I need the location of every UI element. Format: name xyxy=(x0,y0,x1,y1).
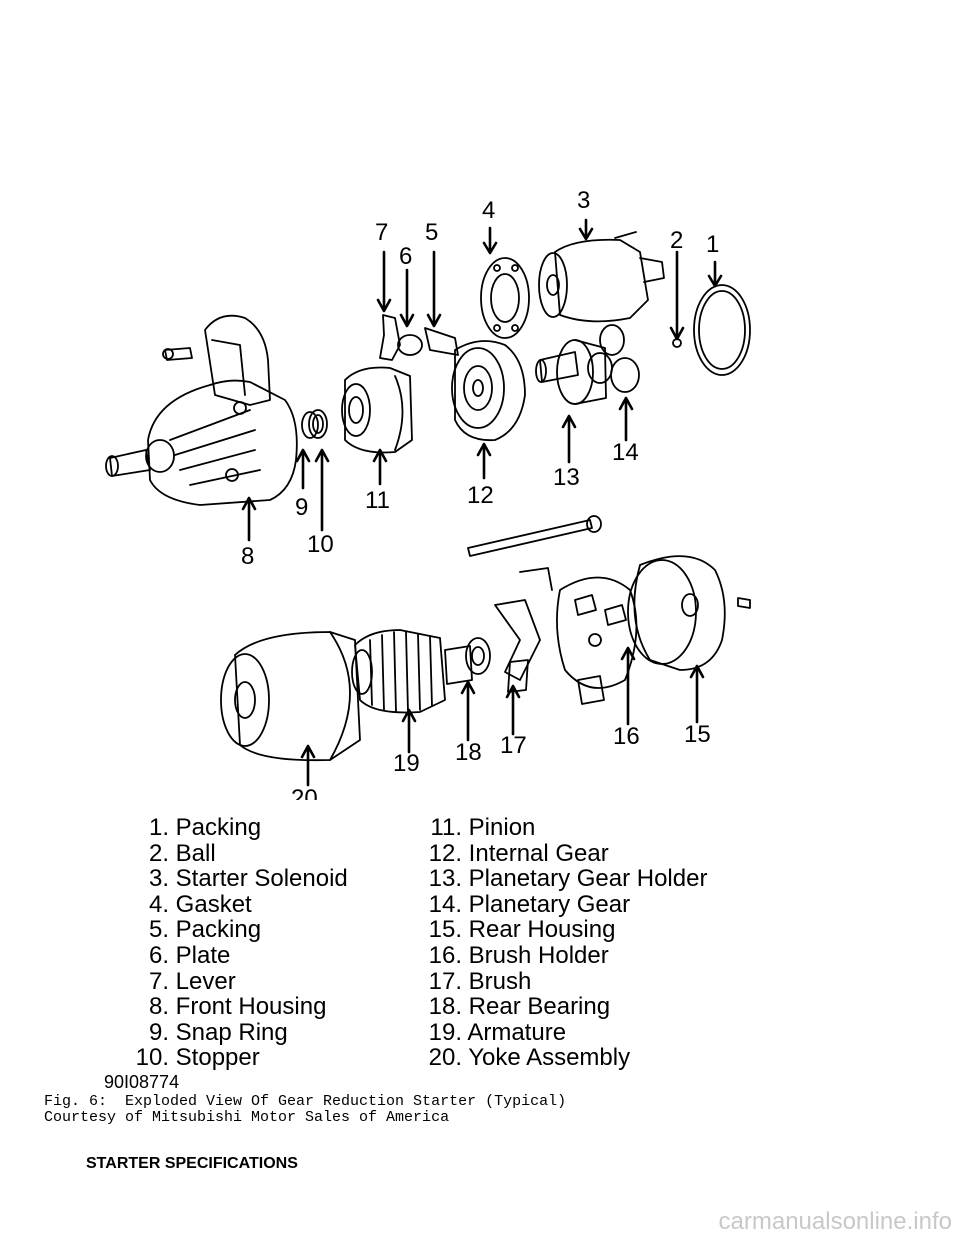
legend-item: 15. Rear Housing xyxy=(428,916,616,944)
callout-14: 14 xyxy=(612,439,639,466)
planetary-gear-holder-part xyxy=(535,339,607,405)
legend-item: 9. Snap Ring xyxy=(148,1018,288,1046)
callout-20: 20 xyxy=(291,785,318,800)
callout-12: 12 xyxy=(467,482,494,509)
exploded-view-diagram: 1 2 3 4 5 6 7 8 9 10 11 12 13 14 15 16 1… xyxy=(105,187,751,800)
legend-item: 17. Brush xyxy=(428,967,532,995)
caption-title: Fig. 6: Exploded View Of Gear Reduction … xyxy=(44,1093,567,1110)
legend-item: 13. Planetary Gear Holder xyxy=(428,865,708,893)
callout-13: 13 xyxy=(553,464,580,491)
callout-3: 3 xyxy=(577,187,590,214)
legend-item: 5. Packing xyxy=(148,916,262,944)
callout-8: 8 xyxy=(241,543,254,570)
callout-15: 15 xyxy=(684,721,711,748)
figure-code: 90I08774 xyxy=(104,1072,180,1092)
caption-credit: Courtesy of Mitsubishi Motor Sales of Am… xyxy=(44,1109,450,1126)
legend-item: 20. Yoke Assembly xyxy=(428,1044,631,1072)
internal-gear-part xyxy=(451,340,526,442)
callout-7: 7 xyxy=(375,219,388,246)
legend-item: 6. Plate xyxy=(148,941,231,969)
legend-item: 8. Front Housing xyxy=(148,993,327,1021)
callout-11: 11 xyxy=(365,487,390,514)
callout-1: 1 xyxy=(706,231,719,258)
legend-item: 7. Lever xyxy=(148,967,236,995)
callout-2: 2 xyxy=(670,227,683,254)
armature-part xyxy=(351,629,473,714)
section-heading: STARTER SPECIFICATIONS xyxy=(86,1155,298,1172)
rear-bearing-part xyxy=(465,637,491,675)
callout-arrows xyxy=(241,218,723,787)
parts-legend-right: 11. Pinion 12. Internal Gear 13. Planeta… xyxy=(418,814,708,1072)
snap-ring-part xyxy=(301,409,328,439)
callout-18: 18 xyxy=(455,739,482,766)
callout-4: 4 xyxy=(482,197,495,224)
planetary-gear-part xyxy=(587,324,640,393)
watermark: carmanualsonline.info xyxy=(718,1208,952,1235)
parts-legend-left: 1. Packing 2. Ball 3. Starter Solenoid 4… xyxy=(125,815,348,1071)
callout-5: 5 xyxy=(425,219,438,246)
front-housing-part xyxy=(105,314,298,506)
callout-6: 6 xyxy=(399,243,412,270)
yoke-assembly-part xyxy=(220,631,361,762)
callout-17: 17 xyxy=(500,732,527,759)
legend-item: 19. Armature xyxy=(428,1018,567,1046)
callout-10: 10 xyxy=(307,531,334,558)
legend-item: 4. Gasket xyxy=(148,890,252,918)
brush-holder-part xyxy=(556,576,638,705)
starter-solenoid-part xyxy=(538,231,665,323)
gasket-part xyxy=(480,257,530,339)
brush-part xyxy=(494,567,553,693)
callout-16: 16 xyxy=(613,723,640,750)
callout-19: 19 xyxy=(393,750,420,777)
legend-item: 16. Brush Holder xyxy=(428,941,609,969)
packing-ring-part xyxy=(693,284,751,376)
legend-item: 3. Starter Solenoid xyxy=(148,865,348,893)
legend-item: 10. Stopper xyxy=(135,1044,260,1072)
legend-item: 11. Pinion xyxy=(430,814,536,841)
figure-caption: Fig. 6: Exploded View Of Gear Reduction … xyxy=(44,1094,566,1126)
legend-item: 1. Packing xyxy=(148,814,262,841)
callout-labels: 1 2 3 4 5 6 7 8 9 10 11 12 13 14 15 16 1… xyxy=(241,187,719,800)
lever-part xyxy=(379,314,459,361)
legend-item: 18. Rear Bearing xyxy=(428,993,611,1021)
legend-item: 2. Ball xyxy=(148,839,216,867)
legend-item: 12. Internal Gear xyxy=(428,839,609,867)
legend-item: 14. Planetary Gear xyxy=(428,890,631,918)
through-bolt-part xyxy=(467,515,602,557)
callout-9: 9 xyxy=(295,494,308,521)
rear-housing-part xyxy=(627,555,751,671)
pinion-part xyxy=(341,366,413,454)
